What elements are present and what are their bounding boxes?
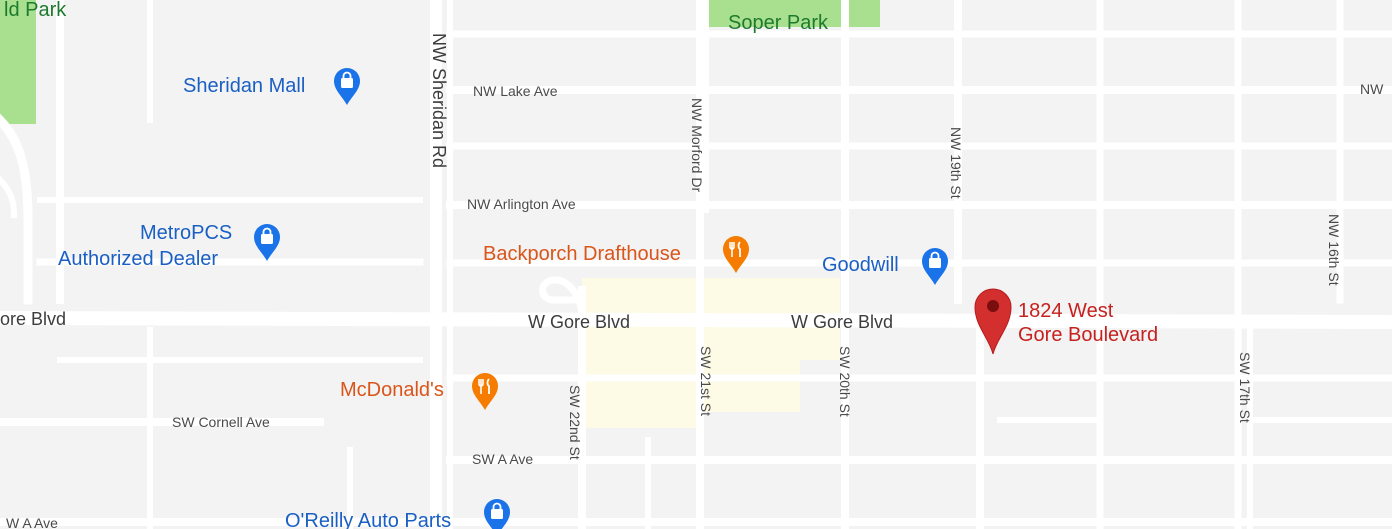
- street-label-nw-sheridan-rd: NW Sheridan Rd: [429, 33, 449, 169]
- map-pin-icon[interactable]: [972, 286, 1014, 356]
- street-label-w-gore-blvd-2: W Gore Blvd: [791, 312, 894, 332]
- soper-park-area: [706, 0, 880, 27]
- street-label-nw-edge: NW: [1360, 81, 1384, 97]
- marker-label-line2: Gore Boulevard: [1018, 324, 1159, 346]
- street-label-sw-17th-st: SW 17th St: [1237, 352, 1253, 423]
- street-label-w-a-ave: W A Ave: [6, 515, 58, 529]
- left-park-area: [0, 0, 36, 124]
- shopping-bag-icon[interactable]: [252, 222, 282, 262]
- street-label-sw-20th-st: SW 20th St: [837, 346, 853, 417]
- place-label-backporch-drafthouse[interactable]: Backporch Drafthouse: [483, 243, 681, 265]
- street-label-gore-blvd-left: ore Blvd: [0, 309, 67, 329]
- fork-knife-icon[interactable]: [721, 234, 751, 274]
- street-label-w-gore-blvd-1: W Gore Blvd: [528, 312, 631, 332]
- street-label-nw-lake-ave: NW Lake Ave: [473, 83, 558, 99]
- place-label-metropcs-sub[interactable]: Authorized Dealer: [58, 248, 219, 270]
- street-label-sw-cornell-ave: SW Cornell Ave: [172, 414, 270, 430]
- place-label-metropcs[interactable]: MetroPCS: [140, 222, 233, 244]
- place-label-goodwill[interactable]: Goodwill: [822, 254, 899, 276]
- marker-label[interactable]: 1824 West Gore Boulevard: [1018, 299, 1158, 347]
- street-label-nw-morford-dr: NW Morford Dr: [689, 98, 705, 193]
- street-label-nw-16th-st: NW 16th St: [1326, 214, 1342, 286]
- marker-label-line1: 1824 West: [1018, 300, 1114, 322]
- street-label-nw-19th-st: NW 19th St: [948, 127, 964, 199]
- street-label-nw-arlington-ave: NW Arlington Ave: [467, 196, 576, 212]
- park-label-soper: Soper Park: [728, 12, 829, 34]
- place-label-oreilly-auto-parts[interactable]: O'Reilly Auto Parts: [285, 510, 452, 529]
- park-label-left: ld Park: [4, 0, 67, 21]
- place-label-sheridan-mall[interactable]: Sheridan Mall: [183, 75, 306, 97]
- fork-knife-icon[interactable]: [470, 371, 500, 411]
- shopping-bag-icon[interactable]: [482, 497, 512, 529]
- street-label-sw-a-ave: SW A Ave: [472, 451, 534, 467]
- place-label-mcdonalds[interactable]: McDonald's: [340, 379, 444, 401]
- street-label-sw-22nd-st: SW 22nd St: [567, 385, 583, 460]
- street-label-sw-21st-st: SW 21st St: [698, 346, 714, 417]
- shopping-bag-icon[interactable]: [332, 66, 362, 106]
- shopping-bag-icon[interactable]: [920, 246, 950, 286]
